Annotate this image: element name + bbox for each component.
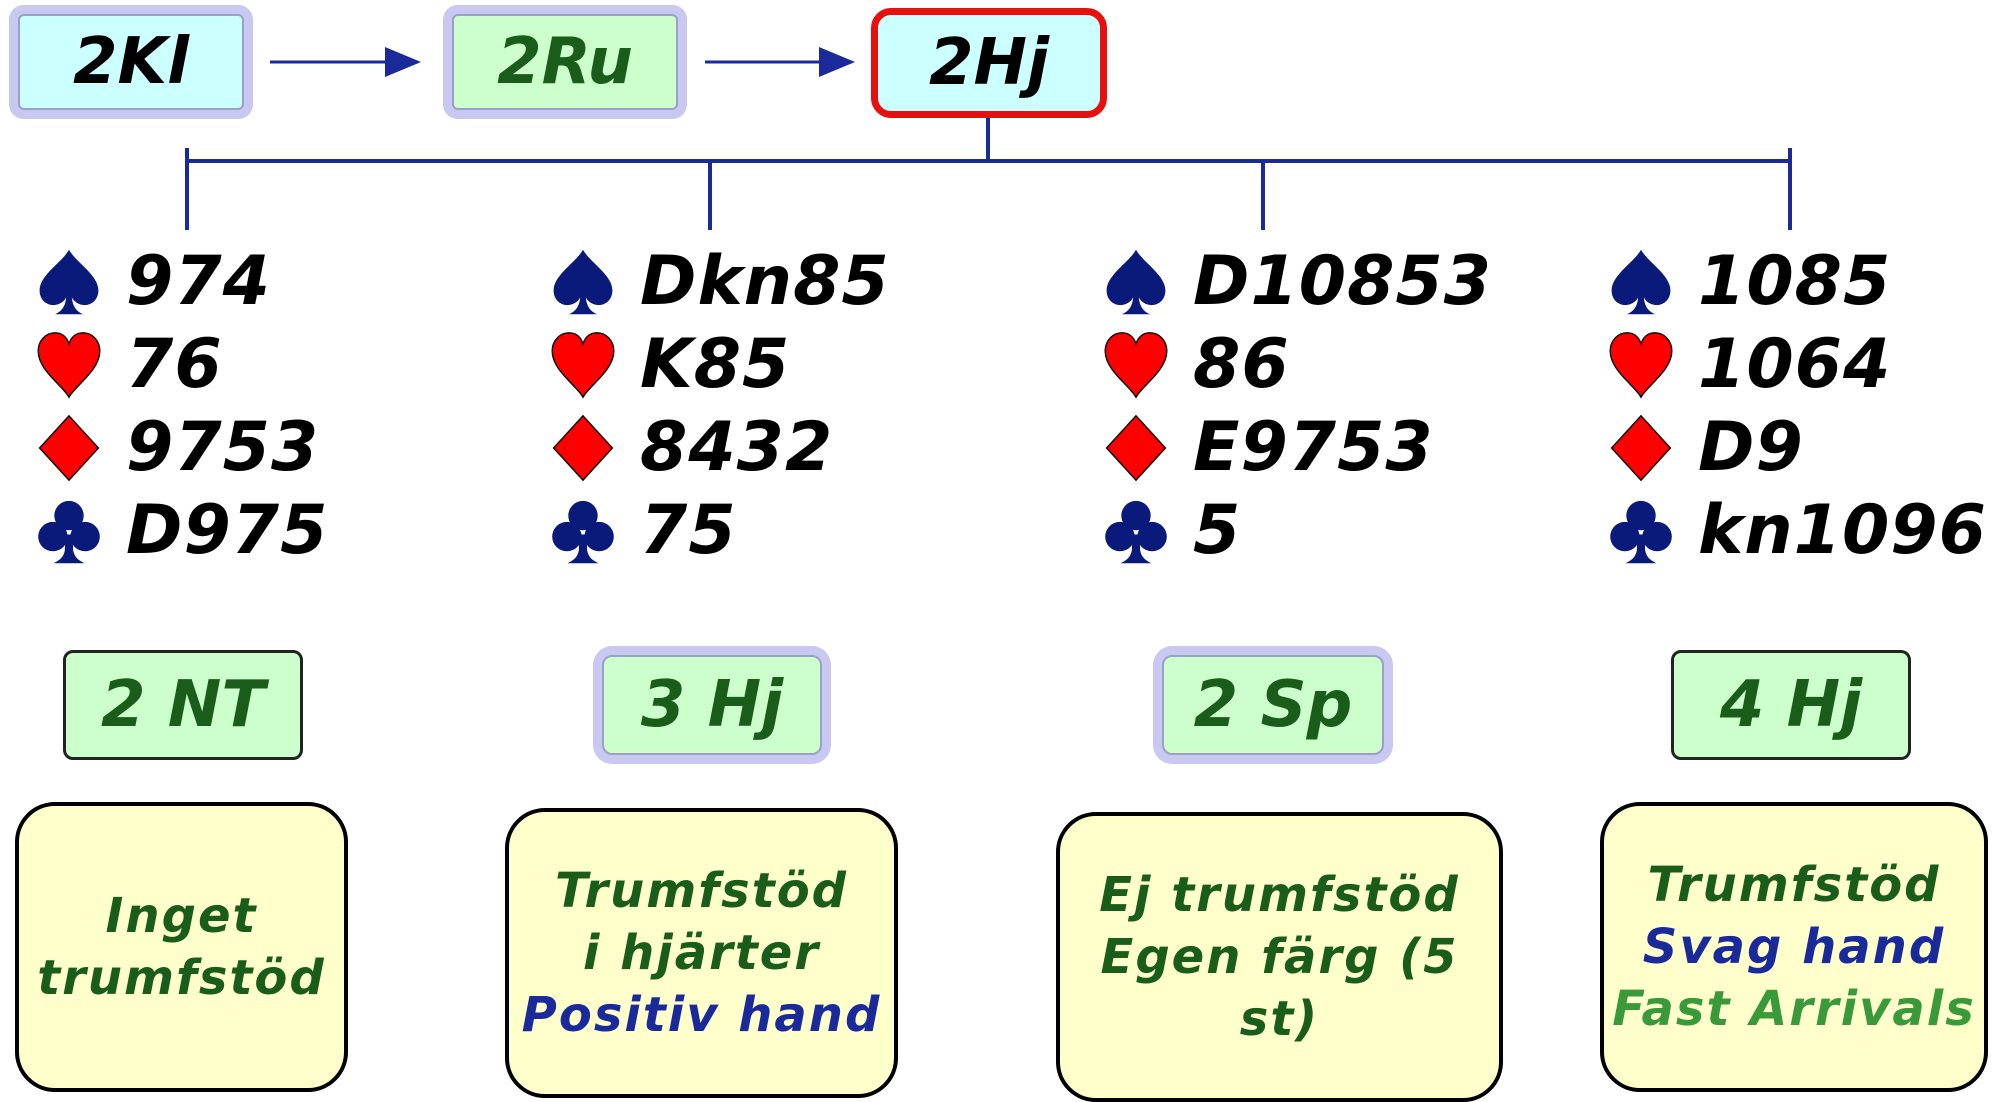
spades-row: Dkn85 [548,240,890,323]
response-bid-label: 2 NT [100,668,266,742]
diamond-icon [548,413,618,483]
spades-row: 974 [34,240,328,323]
description-line: Trumfstöd [554,863,849,919]
hearts-row: 76 [34,323,328,406]
clubs-row: 75 [548,489,890,572]
spade-icon [548,247,618,317]
diamonds-row: 9753 [34,406,328,489]
club-icon [1606,496,1676,566]
clubs-cards: D975 [126,491,329,570]
hand-3: D10853 86 E9753 5 [1101,240,1492,572]
response-bid-label: 3 Hj [640,668,784,742]
clubs-row: kn1096 [1606,489,1987,572]
bid-2ru: 2Ru [452,14,678,110]
response-bid-3hj: 3 Hj [602,655,822,755]
bid-2hj-label: 2Hj [928,26,1050,100]
club-icon [1101,496,1171,566]
diamonds-cards: 8432 [640,408,834,487]
response-bid-4hj: 4 Hj [1671,650,1911,760]
hand-1: 974 76 9753 D975 [34,240,328,572]
hearts-cards: K85 [640,325,791,404]
diamonds-row: E9753 [1101,406,1492,489]
description-line: Svag hand [1642,919,1946,975]
spades-cards: Dkn85 [640,242,890,321]
hand-4: 1085 1064 D9 kn1096 [1606,240,1987,572]
heart-icon [1606,330,1676,400]
spades-cards: 974 [126,242,271,321]
heart-icon [548,330,618,400]
clubs-cards: kn1096 [1698,491,1987,570]
club-icon [34,496,104,566]
bid-2kl: 2Kl [18,14,244,110]
description-line: Egen färg (5 st) [1100,929,1459,1047]
bid-2kl-label: 2Kl [72,25,190,99]
hearts-row: 1064 [1606,323,1987,406]
spade-icon [1606,247,1676,317]
response-bid-2nt: 2 NT [63,650,303,760]
diamond-icon [34,413,104,483]
heart-icon [1101,330,1171,400]
clubs-cards: 5 [1193,491,1242,570]
hand-2: Dkn85 K85 8432 75 [548,240,890,572]
spade-icon [1101,247,1171,317]
diamonds-row: 8432 [548,406,890,489]
diamonds-cards: D9 [1698,408,1804,487]
description-line: Ej trumfstöd [1099,867,1460,923]
description-line: Fast Arrivals [1612,981,1976,1037]
response-bid-label: 4 Hj [1719,668,1863,742]
clubs-row: 5 [1101,489,1492,572]
description-line: Trumfstöd [1647,857,1941,913]
spades-row: D10853 [1101,240,1492,323]
clubs-cards: 75 [640,491,737,570]
hearts-row: 86 [1101,323,1492,406]
description-line: i hjärter [582,925,821,981]
spades-row: 1085 [1606,240,1987,323]
branch-tree [185,118,1792,230]
description-line: trumfstöd [37,950,326,1006]
diamonds-row: D9 [1606,406,1987,489]
club-icon [548,496,618,566]
diamonds-cards: E9753 [1193,408,1434,487]
diamond-icon [1101,413,1171,483]
bid-2hj-highlighted: 2Hj [871,8,1107,118]
clubs-row: D975 [34,489,328,572]
description-line: Positiv hand [521,987,882,1043]
description-card-4: Trumfstöd Svag hand Fast Arrivals [1600,802,1988,1092]
description-card-1: Inget trumfstöd [15,802,348,1092]
hearts-cards: 86 [1193,325,1290,404]
spades-cards: 1085 [1698,242,1892,321]
spade-icon [34,247,104,317]
diamond-icon [1606,413,1676,483]
hearts-cards: 76 [126,325,223,404]
response-bid-2sp: 2 Sp [1162,655,1384,755]
response-bid-label: 2 Sp [1193,668,1353,742]
heart-icon [34,330,104,400]
hearts-cards: 1064 [1698,325,1892,404]
diamonds-cards: 9753 [126,408,320,487]
description-line: Inget [105,888,258,944]
spades-cards: D10853 [1193,242,1493,321]
hearts-row: K85 [548,323,890,406]
description-card-2: Trumfstöd i hjärter Positiv hand [505,808,898,1098]
description-card-3: Ej trumfstöd Egen färg (5 st) [1056,812,1503,1102]
bid-2ru-label: 2Ru [497,25,633,99]
